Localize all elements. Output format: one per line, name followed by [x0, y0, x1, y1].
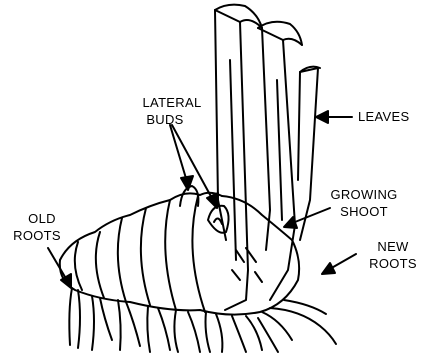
new-roots-label-line2: ROOTS: [358, 255, 428, 272]
leaves-label-text: LEAVES: [358, 109, 409, 124]
new-roots-label-line1: NEW: [358, 238, 428, 255]
growing-shoot-label-line2: SHOOT: [324, 203, 404, 220]
old-roots-drawing: [69, 288, 200, 352]
leaves-label: LEAVES: [358, 108, 409, 125]
old-roots-label-line1: OLD: [14, 210, 70, 227]
growing-shoot-label: GROWING SHOOT: [324, 186, 404, 220]
old-roots-label: OLD ROOTS: [4, 210, 70, 244]
lateral-buds-label-line1: LATERAL: [132, 94, 212, 111]
old-roots-label-line2: ROOTS: [4, 227, 70, 244]
leaves-drawing: [215, 5, 320, 310]
lateral-buds-label: LATERAL BUDS: [132, 94, 212, 128]
lateral-buds-label-line2: BUDS: [118, 111, 212, 128]
rhizome-body: [60, 186, 299, 315]
growing-shoot-label-line1: GROWING: [324, 186, 404, 203]
new-roots-drawing: [206, 300, 337, 352]
new-roots-label: NEW ROOTS: [358, 238, 428, 272]
